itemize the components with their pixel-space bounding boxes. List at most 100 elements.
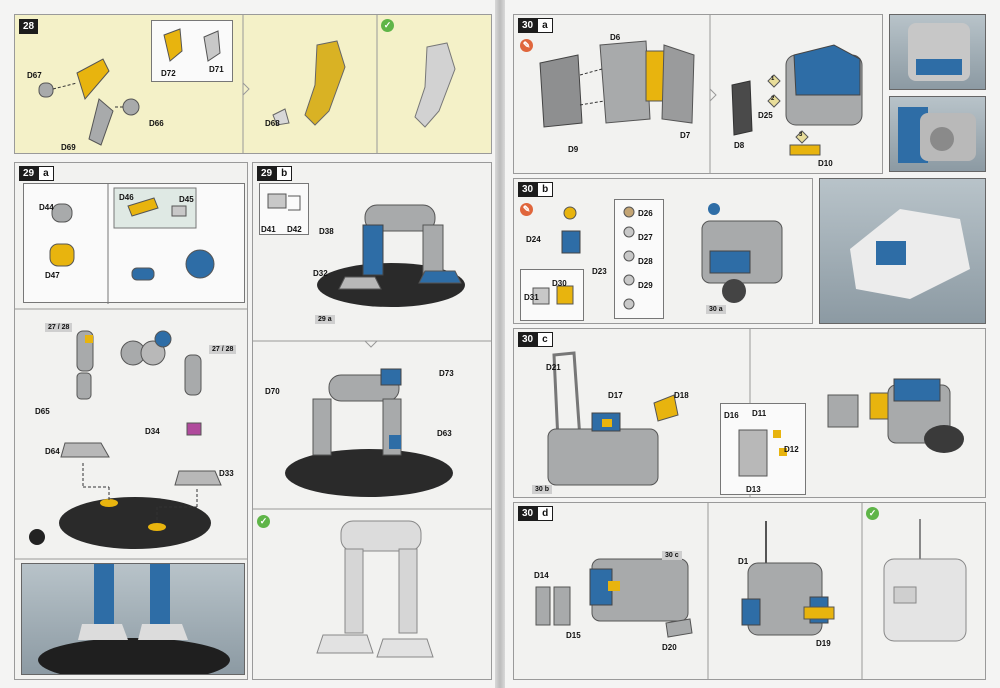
part-label: D47: [45, 271, 60, 280]
part-label: D64: [45, 447, 60, 456]
part-label: D28: [638, 257, 653, 266]
step-30c-panel: 30 c D21 D17 D18 30 b D16 D11 D12 D13: [513, 328, 986, 498]
step-sub: c: [537, 332, 553, 347]
step-sub: b: [537, 182, 554, 197]
part-label: D41: [261, 225, 276, 234]
detail-box-30c: [720, 403, 806, 495]
detail-box-d41-d42: [259, 183, 309, 235]
part-label: D15: [566, 631, 581, 640]
step-30a-panel: 30 a ✎ D6 D9 D7 D8 D25 D10 1 2 3: [513, 14, 883, 174]
part-label: D31: [524, 293, 539, 302]
part-label: D73: [439, 369, 454, 378]
step-30b-panel: 30 b ✎ D24 D23 D31 D30 D26 D27 D28 D29 3…: [513, 178, 813, 324]
part-label: D69: [61, 143, 76, 152]
part-label: D7: [680, 131, 691, 140]
step-28-panel: 28 ✓ D67 D72 D71 D66 D69 D68: [14, 14, 492, 154]
part-label: D24: [526, 235, 541, 244]
step-29a-drawing: [15, 308, 247, 560]
part-label: D26: [638, 209, 653, 218]
part-label: D45: [179, 195, 194, 204]
part-label: D38: [319, 227, 334, 236]
part-label: D44: [39, 203, 54, 212]
part-label: D67: [27, 71, 42, 80]
part-label: D16: [724, 411, 739, 420]
photo-30a-bottom: [889, 96, 986, 172]
part-label: D1: [738, 557, 749, 566]
ref-tag: 27 / 28: [209, 345, 237, 354]
step-29b-panel: 29 b D41 D42 D38 D32 29 a D70 D73 D63 ✓: [252, 162, 492, 680]
part-label: D19: [816, 639, 831, 648]
ref-tag: 30 c: [662, 551, 682, 560]
step-sub: b: [276, 166, 293, 181]
part-label: D66: [149, 119, 164, 128]
part-label: D12: [784, 445, 799, 454]
photo-29a: [21, 563, 245, 675]
step-number: 29: [19, 166, 39, 181]
order-marker: 3: [799, 132, 803, 138]
detail-box-29a: [23, 183, 245, 304]
step-28-drawing: [38, 15, 456, 153]
part-label: D46: [119, 193, 134, 202]
part-label: D10: [818, 159, 833, 168]
detail-box-d31-d30: [520, 269, 584, 321]
step-30c-header: 30 c: [518, 332, 553, 347]
part-label: D18: [674, 391, 689, 400]
order-marker: 1: [771, 76, 775, 82]
part-label: D72: [161, 69, 176, 78]
part-label: D27: [638, 233, 653, 242]
ref-tag: 29 a: [315, 315, 335, 324]
step-30a-drawing: [539, 15, 863, 173]
step-sub: a: [38, 166, 54, 181]
photo-30b: [819, 178, 986, 324]
part-label: D30: [552, 279, 567, 288]
part-label: D33: [219, 469, 234, 478]
page-gutter: [495, 0, 505, 688]
ref-tag: 27 / 28: [45, 323, 73, 332]
step-sub: a: [537, 18, 553, 33]
step-29b-drawing: [253, 204, 491, 658]
detail-box-d72-d71: [151, 20, 233, 82]
part-label: D23: [592, 267, 607, 276]
photo-30a-top: [889, 14, 986, 90]
step-30b-header: 30 b: [518, 182, 554, 197]
step-28-header: 28: [19, 19, 39, 34]
part-label: D68: [265, 119, 280, 128]
part-label: D11: [752, 409, 767, 418]
step-30c-drawing: [547, 329, 964, 497]
step-number: 30: [518, 506, 538, 521]
part-label: D42: [287, 225, 302, 234]
step-30b-drawing: [561, 203, 783, 303]
step-29b-header: 29 b: [257, 166, 293, 181]
tool-icon: ✎: [520, 203, 533, 216]
check-icon: ✓: [257, 515, 270, 528]
check-icon: ✓: [866, 507, 879, 520]
step-29a-panel: 29 a D44 D47 D46 D45 27 / 28 27 / 28 D65…: [14, 162, 248, 680]
ref-tag: 30 b: [532, 485, 553, 494]
part-label: D20: [662, 643, 677, 652]
part-label: D13: [746, 485, 761, 494]
part-label: D65: [35, 407, 50, 416]
part-label: D34: [145, 427, 160, 436]
part-label: D14: [534, 571, 549, 580]
part-label: D17: [608, 391, 623, 400]
part-label: D25: [758, 111, 773, 120]
step-29a-header: 29 a: [19, 166, 54, 181]
step-number: 30: [518, 182, 538, 197]
step-number: 29: [257, 166, 277, 181]
step-30d-panel: 30 d D14 D15 D20 30 c D1 D19 ✓: [513, 502, 986, 680]
step-number: 30: [518, 332, 538, 347]
order-marker: 2: [771, 96, 775, 102]
step-number: 28: [19, 19, 39, 34]
check-icon: ✓: [381, 19, 394, 32]
step-30d-drawing: [535, 503, 967, 679]
part-label: D70: [265, 387, 280, 396]
ref-tag: 30 a: [706, 305, 726, 314]
detail-box-heads: [614, 199, 664, 319]
step-sub: d: [537, 506, 554, 521]
step-number: 30: [518, 18, 538, 33]
part-label: D63: [437, 429, 452, 438]
part-label: D32: [313, 269, 328, 278]
step-30a-header: 30 a: [518, 18, 553, 33]
tool-icon: ✎: [520, 39, 533, 52]
